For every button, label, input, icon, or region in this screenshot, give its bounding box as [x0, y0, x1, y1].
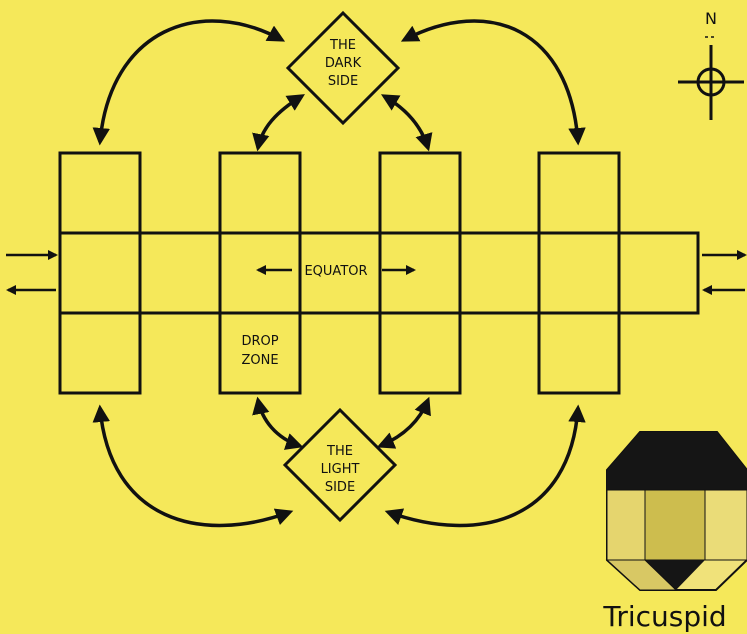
floor-plan	[58, 151, 700, 395]
room-column-4	[537, 151, 621, 395]
entry-exit-arrows	[6, 250, 747, 295]
dark-side-node: THE DARK SIDE	[285, 10, 401, 126]
crystal-caption: Tricuspid	[602, 600, 726, 633]
arrow-icon	[252, 94, 305, 152]
drop-zone-label-group: DROP ZONE	[241, 334, 278, 368]
arrow-icon	[400, 19, 586, 146]
arrow-icon	[252, 396, 304, 450]
dark-side-line1: THE	[329, 38, 356, 53]
room-column-1	[58, 151, 142, 395]
arrow-icon	[92, 404, 294, 528]
light-side-node: THE LIGHT SIDE	[282, 407, 398, 523]
equator-label: EQUATOR	[304, 264, 367, 279]
equator-label-group: EQUATOR	[256, 264, 416, 279]
dark-side-line3: SIDE	[328, 74, 358, 89]
room-column-2	[218, 151, 302, 395]
drop-zone-line2: ZONE	[241, 353, 278, 368]
light-side-line2: LIGHT	[321, 462, 360, 477]
light-side-line3: SIDE	[325, 480, 355, 495]
arrow-icon	[92, 19, 286, 146]
compass-north-label: N	[705, 9, 717, 28]
dark-side-line2: DARK	[325, 56, 362, 71]
room-column-3	[378, 151, 462, 395]
tricuspid-crystal-icon: Tricuspid	[602, 431, 747, 633]
drop-zone-line1: DROP	[241, 334, 278, 349]
arrow-icon	[384, 404, 586, 528]
compass-icon: N	[678, 9, 744, 120]
connection-arrows	[92, 19, 586, 528]
arrow-icon	[376, 396, 431, 449]
arrow-icon	[380, 94, 433, 152]
light-side-line1: THE	[326, 444, 353, 459]
